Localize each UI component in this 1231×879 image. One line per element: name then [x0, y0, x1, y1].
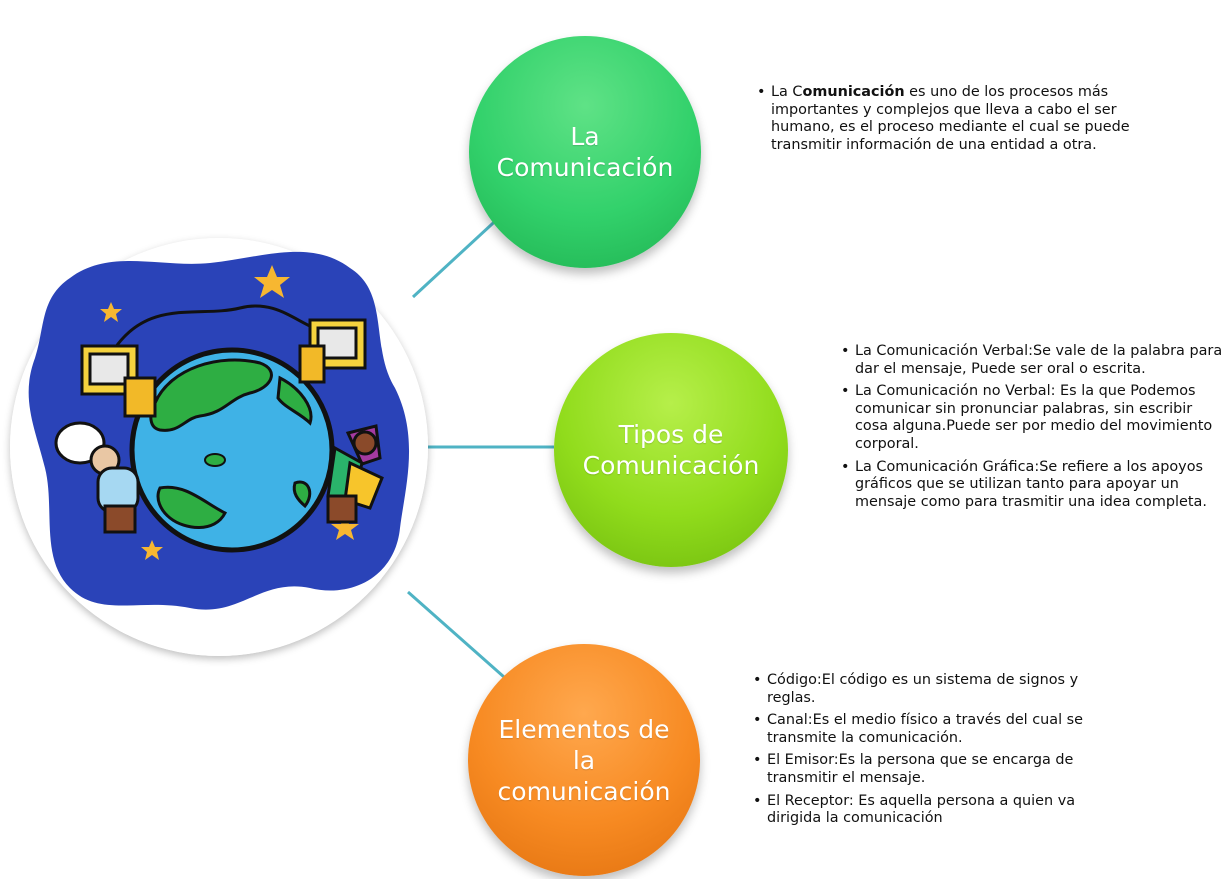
description-list-la-comunicacion: La Comunicación es uno de los procesos m… [757, 84, 1147, 159]
list-item: La Comunicación Gráfica:Se refiere a los… [841, 459, 1225, 512]
description-list-elementos: Código:El código es un sistema de signos… [753, 672, 1123, 833]
list-item: El Receptor: Es aquella persona a quien … [753, 793, 1123, 828]
node-label: La Comunicación [496, 122, 674, 182]
bold-term: omunicación [802, 84, 905, 100]
list-item: La Comunicación es uno de los procesos m… [757, 84, 1147, 154]
node-tipos-de-comunicacion: Tipos de Comunicación [554, 333, 788, 567]
globe-communication-icon [28, 251, 410, 610]
connector-line-1 [411, 211, 506, 299]
list-item: Canal:Es el medio físico a través del cu… [753, 712, 1123, 747]
description-list-tipos: La Comunicación Verbal:Se vale de la pal… [841, 343, 1225, 516]
connector-line-3 [407, 590, 505, 679]
list-item: La Comunicación Verbal:Se vale de la pal… [841, 343, 1225, 378]
node-label: Elementos de la comunicación [497, 714, 671, 806]
list-item: Código:El código es un sistema de signos… [753, 672, 1123, 707]
list-item: La Comunicación no Verbal: Es la que Pod… [841, 383, 1225, 453]
node-la-comunicacion: La Comunicación [469, 36, 701, 268]
node-label: Tipos de Comunicación [582, 420, 760, 480]
center-image-circle [10, 238, 428, 656]
list-item: El Emisor:Es la persona que se encarga d… [753, 752, 1123, 787]
node-elementos-de-la-comunicacion: Elementos de la comunicación [468, 644, 700, 876]
